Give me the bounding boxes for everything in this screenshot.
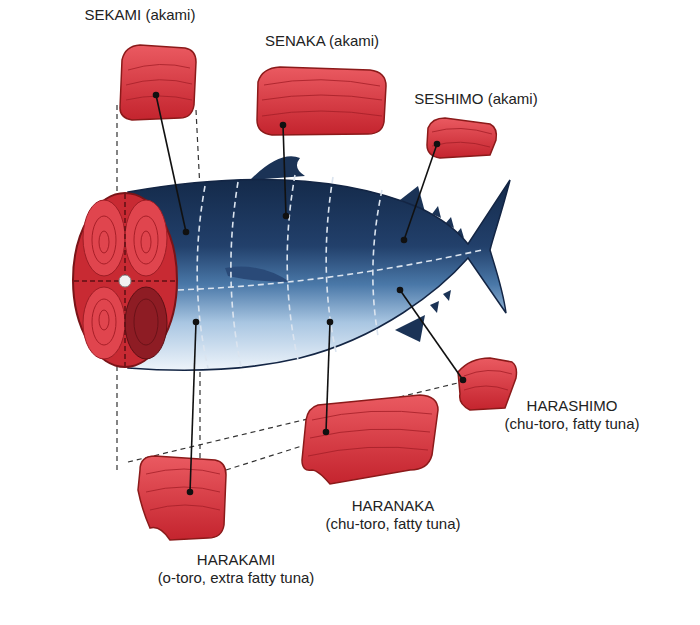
leader-dot: [324, 430, 329, 435]
leader-dot: [435, 142, 440, 147]
leader-dot: [284, 214, 289, 219]
tuna-body: [128, 180, 510, 371]
meat-grain: [126, 64, 512, 510]
grain: [432, 128, 492, 147]
leader-dot: [398, 288, 403, 293]
ring: [99, 310, 109, 330]
part-label: (o-toro, extra fatty tuna): [158, 569, 315, 587]
leader-dot: [461, 378, 466, 383]
leader-dot: [184, 230, 189, 235]
section-quadrant: [125, 200, 167, 276]
pectoral-fin: [225, 267, 290, 282]
cut-line: [231, 182, 242, 371]
part-label: SENAKA (akami): [265, 32, 379, 50]
cut-line: [287, 175, 298, 360]
haranaka-chunk: [302, 395, 438, 484]
grain: [126, 64, 192, 100]
part-label: (chu-toro, fatty tuna): [504, 415, 639, 433]
leader-dot: [154, 93, 159, 98]
leader-dot: [402, 238, 407, 243]
guide-line: [199, 372, 200, 458]
part-label: HARANAKA: [352, 497, 435, 515]
leader-line: [283, 125, 286, 216]
leader-line: [326, 322, 330, 432]
seshimo-chunk: [427, 118, 496, 158]
grain: [464, 370, 512, 390]
leader-line: [156, 95, 186, 232]
ring: [134, 216, 158, 264]
part-label: SESHIMO (akami): [414, 90, 537, 108]
leader-line: [400, 290, 463, 380]
ring: [134, 299, 158, 345]
ring: [99, 231, 109, 253]
senaka-chunk: [257, 67, 386, 135]
part-label: HARASHIMO: [527, 397, 618, 415]
section-quadrant: [83, 287, 125, 359]
grain: [262, 80, 382, 116]
part-label: (chu-toro, fatty tuna): [325, 515, 460, 533]
meat-chunks: [120, 45, 517, 540]
ring: [141, 231, 151, 253]
leader-dot: [328, 320, 333, 325]
guide-line: [196, 110, 200, 190]
part-label: SEKAMI (akami): [85, 6, 196, 24]
leader-dot: [188, 490, 193, 495]
harakami-chunk: [138, 456, 226, 540]
leader-dot: [281, 123, 286, 128]
section-quadrant: [125, 287, 167, 359]
harashimo-chunk: [458, 358, 517, 410]
section-divider: [74, 194, 176, 366]
backbone: [119, 275, 131, 287]
section-quadrant: [83, 200, 125, 276]
leader-line: [404, 144, 437, 240]
cut-line: [197, 186, 208, 368]
sekami-chunk: [120, 45, 196, 120]
cut-line: [373, 190, 382, 336]
part-label: HARAKAMI: [197, 551, 275, 569]
cross-section: [73, 193, 177, 367]
ring: [92, 299, 116, 345]
leader-lines: [154, 93, 466, 495]
leader-line: [190, 322, 196, 492]
cut-line: [178, 250, 482, 290]
guide-line: [226, 445, 305, 470]
ring: [92, 216, 116, 264]
dorsal-fin: [250, 156, 305, 180]
cross-section-outline: [73, 193, 177, 367]
cut-line: [326, 177, 336, 352]
grain: [146, 469, 220, 510]
leader-dot: [194, 320, 199, 325]
